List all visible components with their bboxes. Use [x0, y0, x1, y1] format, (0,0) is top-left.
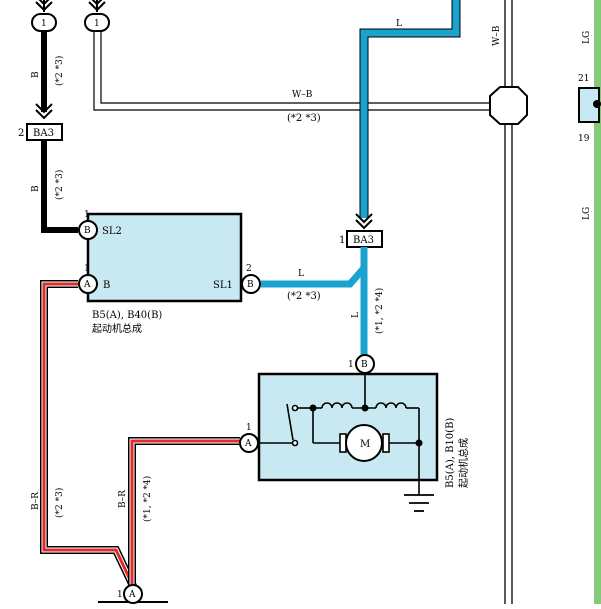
relay-pin-b-num: 1	[84, 264, 90, 274]
relay-pin-sl1-num: 2	[246, 264, 252, 274]
connector-top-left-2-label: 1	[94, 19, 100, 29]
relay-pin-b-label: B	[103, 280, 110, 291]
relay-pin-sl2-circle-label: B	[84, 226, 91, 236]
junction-dot-3	[415, 439, 423, 447]
relay-pin-b-circle-label: A	[83, 280, 91, 290]
l-sl1-label: L	[298, 269, 304, 279]
l-sl1-note: (*2 *3)	[287, 291, 321, 302]
motor-symbol	[339, 424, 390, 462]
connector-top-left-1-label: 1	[41, 19, 47, 29]
bottom-a-pin: 1	[117, 590, 123, 600]
b-lower-wire	[41, 140, 78, 233]
bottom-a-circle	[123, 584, 143, 604]
motor-label: M	[360, 439, 370, 450]
ba3-lower-name: BA3	[353, 235, 374, 246]
far-right-pin-bottom: 19	[578, 134, 590, 144]
relay-pin-sl2-num: 1	[84, 210, 90, 220]
connector-top-left-2	[84, 0, 110, 32]
far-right-dot	[593, 100, 601, 108]
br-left-wire	[40, 280, 138, 590]
br-left-note: (*2 *3)	[54, 488, 65, 518]
relay-pin-sl1-label: SL1	[213, 280, 233, 291]
br-left-label: B–R	[31, 492, 41, 510]
bottom-a-circle-label: A	[128, 590, 136, 600]
relay-box-ref: B5(A), B40(B)	[92, 310, 162, 321]
ba3-upper-pin: 2	[18, 128, 24, 139]
l-sl1-wire	[261, 265, 367, 288]
ground-symbol	[404, 494, 434, 512]
wb-vertical-label: W–B	[492, 25, 502, 46]
starter-pin-top-circle-label: B	[361, 360, 368, 370]
ba3-lower-pin: 1	[339, 235, 345, 246]
starter-ref: B5(A), B10(B)	[445, 418, 456, 488]
relay-box-name: 起动机总成	[92, 322, 142, 335]
starter-internal-circuit	[258, 373, 420, 495]
br-right-wire	[128, 437, 240, 588]
junction-dot-1	[309, 404, 317, 412]
l-motor-note: (*1, *2 *4)	[374, 288, 385, 334]
l-motor-label: L	[351, 312, 361, 318]
ba3-upper-name: BA3	[33, 128, 54, 139]
wb-horizontal-label: W–B	[292, 90, 313, 100]
relay-pin-sl2-label: SL2	[102, 226, 122, 237]
relay-pin-sl2-circle	[78, 220, 98, 240]
b-upper-label: B	[31, 71, 41, 78]
green-strip	[594, 0, 601, 604]
relay-pin-b-circle	[78, 274, 98, 294]
arrow-upper	[35, 103, 53, 120]
junction-dot-2	[361, 404, 369, 412]
l-top-label: L	[396, 19, 402, 29]
starter-box	[257, 372, 439, 482]
starter-pin-left-num: 1	[246, 423, 252, 433]
starter-pin-top-num: 1	[348, 360, 354, 370]
b-lower-label: B	[31, 185, 41, 192]
starter-name: 起动机总成	[457, 438, 470, 488]
wb-horizontal-note: (*2 *3)	[287, 113, 321, 124]
relay-pin-sl1-circle	[241, 274, 261, 294]
b-upper-note: (*2 *3)	[54, 56, 65, 86]
relay-box	[86, 212, 243, 303]
starter-pin-left-circle-label: A	[244, 439, 252, 449]
ground-splice-octagon	[489, 86, 528, 125]
br-right-note: (*1, *2 *4)	[142, 476, 153, 522]
l-top-wire	[360, 0, 460, 218]
lg-top-label: LG	[582, 31, 592, 44]
far-right-pin-top: 21	[578, 74, 589, 84]
b-lower-note: (*2 *3)	[54, 170, 65, 200]
connector-top-left-1	[31, 0, 57, 32]
relay-pin-sl1-circle-label: B	[247, 280, 254, 290]
br-right-label: B–R	[118, 490, 128, 508]
lg-mid-label: LG	[582, 207, 592, 220]
